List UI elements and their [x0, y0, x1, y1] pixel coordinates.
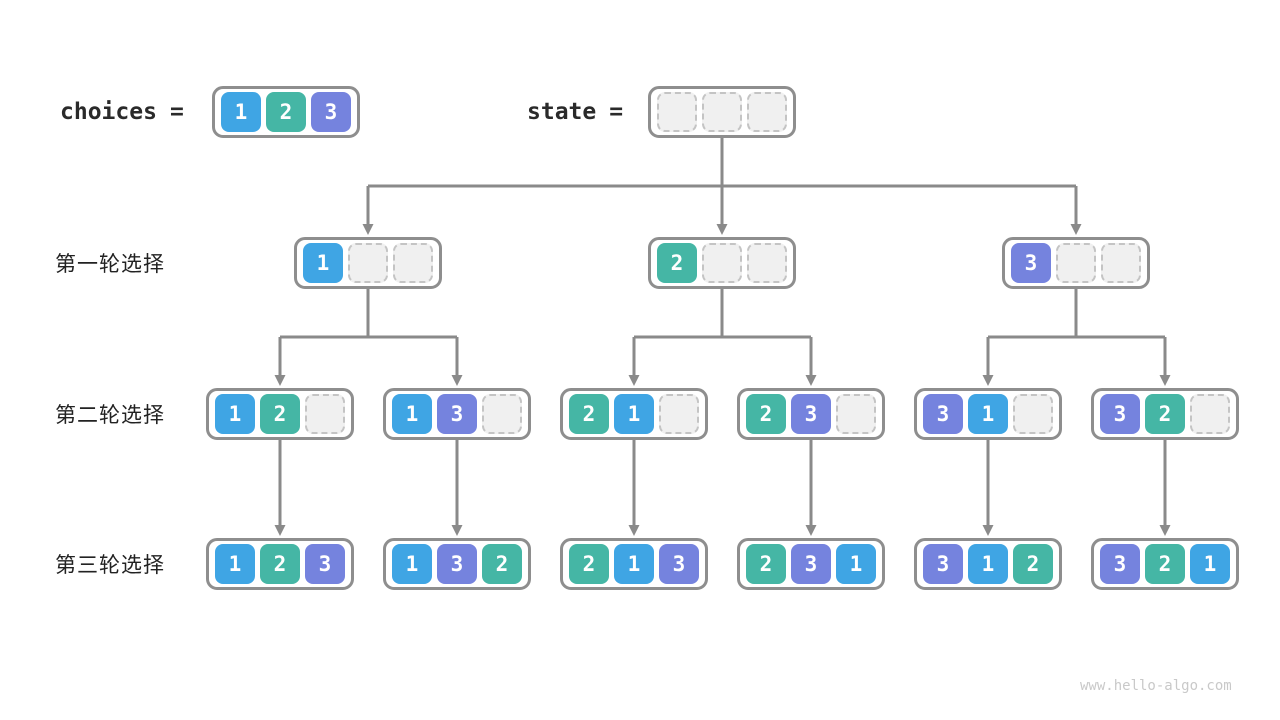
cell-empty — [702, 243, 742, 283]
cell-value-2: 2 — [482, 544, 522, 584]
state-equals-sign: = — [609, 99, 624, 125]
cell-empty — [1013, 394, 1053, 434]
array-node-round1-1__: 1 — [294, 237, 442, 289]
cell-empty — [702, 92, 742, 132]
cell-value-2: 2 — [260, 394, 300, 434]
cell-value-3: 3 — [659, 544, 699, 584]
array-node-round1-3__: 3 — [1002, 237, 1150, 289]
cell-value-3: 3 — [437, 544, 477, 584]
cell-value-3: 3 — [1100, 544, 1140, 584]
cell-empty — [747, 243, 787, 283]
state-array-node — [648, 86, 796, 138]
cell-value-1: 1 — [968, 394, 1008, 434]
cell-value-1: 1 — [1190, 544, 1230, 584]
state-label-group: state = — [527, 86, 623, 138]
cell-empty — [747, 92, 787, 132]
watermark: www.hello-algo.com — [1080, 678, 1232, 694]
cell-value-1: 1 — [614, 394, 654, 434]
cell-empty — [1056, 243, 1096, 283]
cell-empty — [348, 243, 388, 283]
cell-value-1: 1 — [215, 394, 255, 434]
cell-empty — [657, 92, 697, 132]
cell-value-3: 3 — [923, 544, 963, 584]
choices-equals-sign: = — [169, 99, 184, 125]
cell-value-3: 3 — [1100, 394, 1140, 434]
cell-value-2: 2 — [746, 544, 786, 584]
cell-empty — [393, 243, 433, 283]
cell-value-2: 2 — [746, 394, 786, 434]
cell-value-2: 2 — [1145, 394, 1185, 434]
cell-value-3: 3 — [791, 394, 831, 434]
cell-value-2: 2 — [266, 92, 306, 132]
cell-value-2: 2 — [569, 544, 609, 584]
cell-value-1: 1 — [303, 243, 343, 283]
state-label: state — [527, 99, 597, 125]
cell-value-1: 1 — [614, 544, 654, 584]
cell-empty — [659, 394, 699, 434]
cell-value-2: 2 — [1145, 544, 1185, 584]
cell-value-1: 1 — [836, 544, 876, 584]
cell-value-1: 1 — [221, 92, 261, 132]
cell-value-3: 3 — [791, 544, 831, 584]
cell-value-2: 2 — [260, 544, 300, 584]
cell-value-2: 2 — [569, 394, 609, 434]
cell-empty — [1190, 394, 1230, 434]
cell-value-3: 3 — [305, 544, 345, 584]
cell-value-2: 2 — [657, 243, 697, 283]
round-3-label: 第三轮选择 — [55, 553, 165, 577]
cell-empty — [1101, 243, 1141, 283]
cell-empty — [305, 394, 345, 434]
cell-empty — [836, 394, 876, 434]
cell-value-3: 3 — [437, 394, 477, 434]
cell-value-2: 2 — [1013, 544, 1053, 584]
cell-value-3: 3 — [311, 92, 351, 132]
cell-empty — [482, 394, 522, 434]
cell-value-1: 1 — [215, 544, 255, 584]
round-2-label: 第二轮选择 — [55, 403, 165, 427]
cell-value-1: 1 — [392, 544, 432, 584]
cell-value-1: 1 — [392, 394, 432, 434]
cell-value-3: 3 — [923, 394, 963, 434]
cell-value-3: 3 — [1011, 243, 1051, 283]
choices-label: choices — [60, 99, 157, 125]
choices-label-group: choices = — [60, 86, 184, 138]
array-node-round1-2__: 2 — [648, 237, 796, 289]
round-1-label: 第一轮选择 — [55, 252, 165, 276]
cell-value-1: 1 — [968, 544, 1008, 584]
